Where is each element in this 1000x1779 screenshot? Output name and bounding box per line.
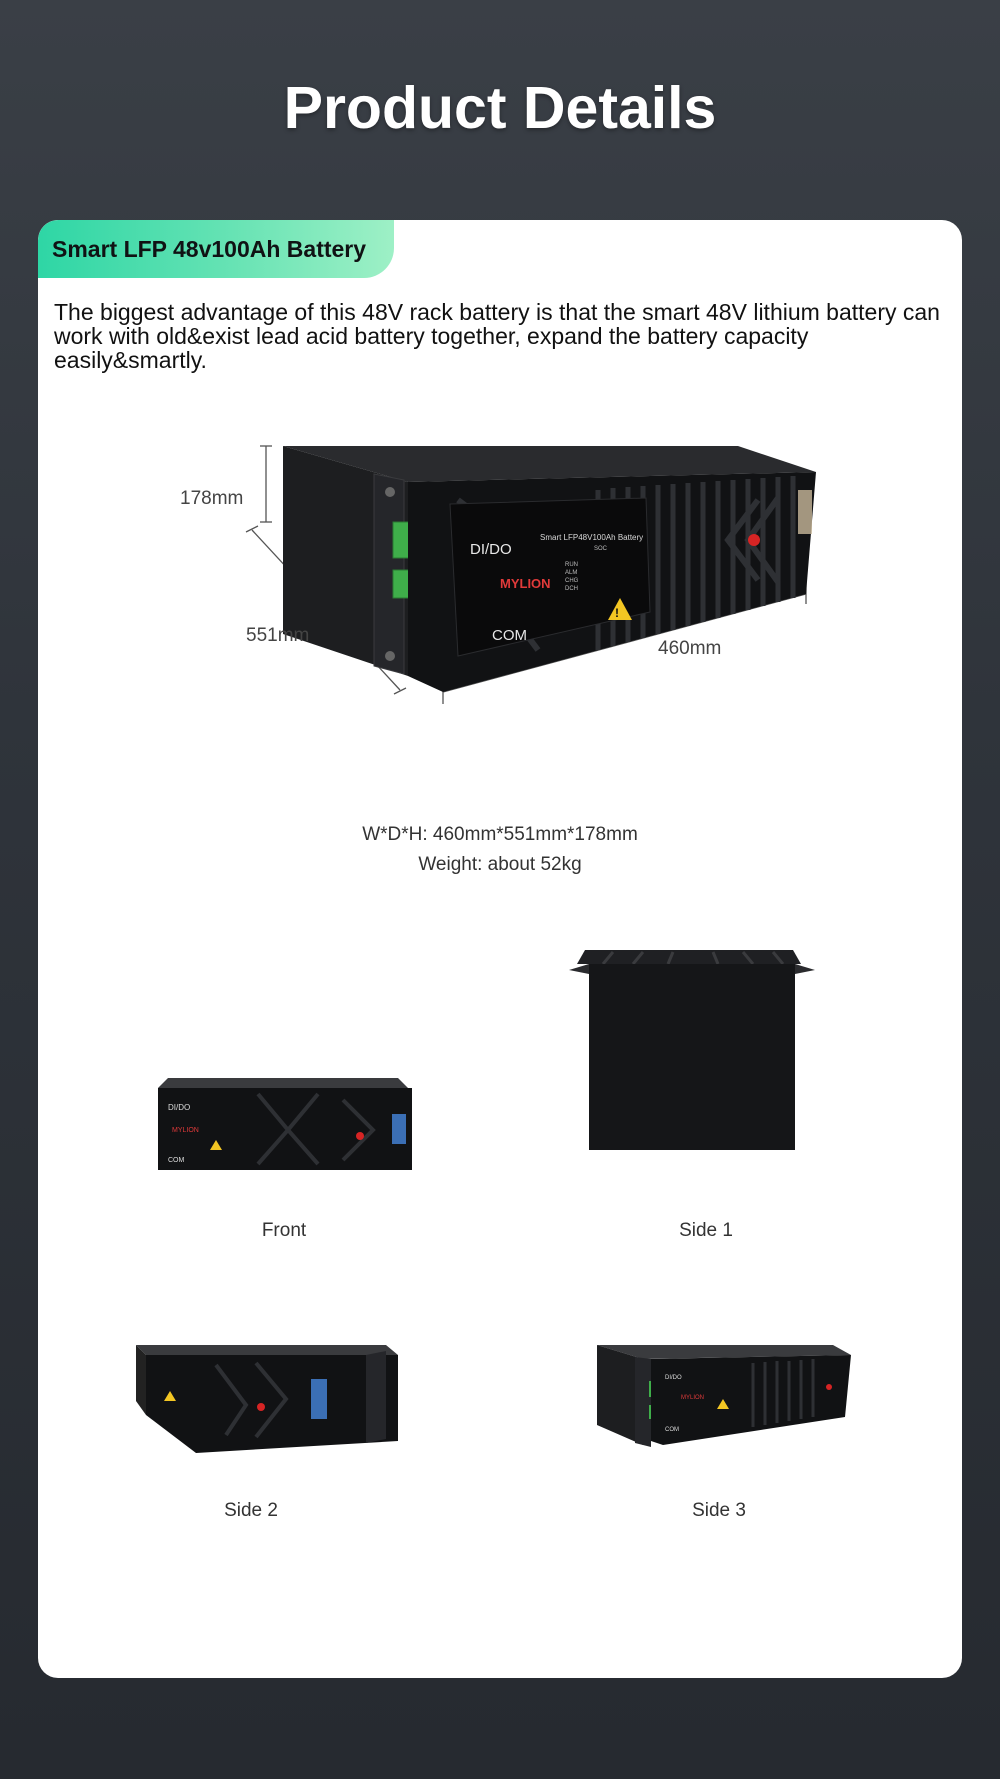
battery-isometric-illustration: DI/DO Smart LFP48V100Ah Battery MYLION R… bbox=[245, 445, 816, 704]
svg-text:DI/DO: DI/DO bbox=[665, 1375, 682, 1381]
svg-text:!: ! bbox=[615, 606, 619, 620]
side3-view-image: DI/DO MYLION COM bbox=[593, 1335, 873, 1465]
soc-label: SOC bbox=[594, 546, 608, 552]
view-label-side1: Side 1 bbox=[679, 1220, 733, 1241]
led-run-label: RUN bbox=[565, 562, 578, 568]
spec-weight: Weight: about 52kg bbox=[418, 854, 582, 875]
dimension-height-label: 178mm bbox=[180, 488, 244, 509]
svg-text:COM: COM bbox=[168, 1157, 185, 1164]
product-badge: Smart LFP 48v100Ah Battery bbox=[38, 220, 394, 278]
side1-view-image bbox=[569, 930, 833, 1170]
dido-port-label: DI/DO bbox=[470, 541, 512, 558]
led-dch-label: DCH bbox=[565, 586, 578, 592]
battery-side1-illustration bbox=[569, 950, 815, 1150]
battery-side2-illustration bbox=[136, 1345, 398, 1453]
warning-icon bbox=[608, 598, 632, 620]
side2-view-image bbox=[136, 1335, 436, 1465]
model-label: Smart LFP48V100Ah Battery bbox=[540, 533, 643, 542]
product-card: Smart LFP 48v100Ah Battery The biggest a… bbox=[38, 220, 962, 1678]
battery-front-illustration: DI/DO MYLION COM bbox=[158, 1078, 412, 1170]
spec-dimensions: W*D*H: 460mm*551mm*178mm bbox=[362, 824, 638, 845]
brand-logo: MYLION bbox=[500, 576, 551, 591]
main-product-image: DI/DO Smart LFP48V100Ah Battery MYLION R… bbox=[38, 420, 962, 980]
svg-text:MYLION: MYLION bbox=[172, 1127, 199, 1134]
badge-title: Smart LFP 48v100Ah Battery bbox=[52, 235, 367, 262]
page-title: Product Details bbox=[283, 75, 717, 141]
led-chg-label: CHG bbox=[565, 578, 579, 584]
view-label-side3: Side 3 bbox=[692, 1500, 746, 1521]
led-alm-label: ALM bbox=[565, 570, 577, 576]
power-button-icon bbox=[748, 534, 760, 546]
battery-side3-illustration: DI/DO MYLION COM bbox=[597, 1345, 851, 1447]
svg-text:MYLION: MYLION bbox=[681, 1395, 704, 1401]
svg-text:DI/DO: DI/DO bbox=[168, 1103, 190, 1112]
dimension-width-label: 460mm bbox=[658, 638, 722, 659]
product-description: The biggest advantage of this 48V rack b… bbox=[54, 299, 940, 373]
dimension-depth-label: 551mm bbox=[246, 625, 310, 646]
front-view-image: DI/DO MYLION COM bbox=[138, 1060, 438, 1180]
view-label-side2: Side 2 bbox=[224, 1500, 278, 1521]
view-label-front: Front bbox=[261, 1220, 307, 1241]
svg-text:COM: COM bbox=[665, 1427, 679, 1433]
com-port-label: COM bbox=[492, 627, 527, 644]
